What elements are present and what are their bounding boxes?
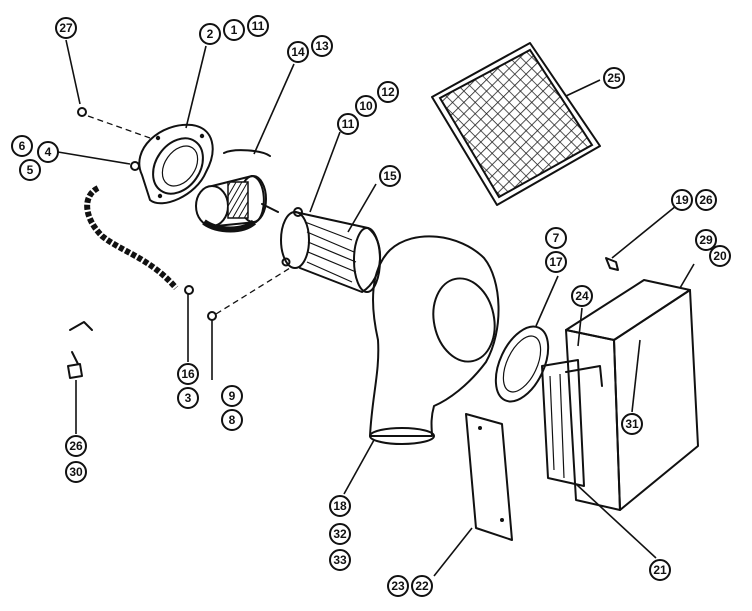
callout-24: 24 (571, 285, 593, 307)
callout-11: 11 (247, 15, 269, 37)
callout-4: 4 (37, 141, 59, 163)
svg-text:26: 26 (699, 193, 713, 207)
svg-text:9: 9 (229, 389, 236, 403)
callout-18: 18 (329, 495, 351, 517)
callout-19: 19 (671, 189, 693, 211)
callout-16: 16 (177, 363, 199, 385)
svg-text:16: 16 (181, 367, 195, 381)
svg-text:32: 32 (333, 527, 347, 541)
callout-15: 15 (379, 165, 401, 187)
svg-text:4: 4 (45, 145, 52, 159)
svg-text:15: 15 (383, 169, 397, 183)
svg-text:11: 11 (252, 19, 265, 33)
cover-plate-part (465, 413, 513, 541)
callout-6: 6 (11, 135, 33, 157)
svg-text:12: 12 (381, 85, 395, 99)
wire-harness-part (84, 185, 179, 290)
svg-text:10: 10 (359, 99, 373, 113)
callout-17: 17 (545, 251, 567, 273)
callout-32: 32 (329, 523, 351, 545)
callout-20: 20 (709, 245, 731, 267)
callout-11: 11 (337, 113, 359, 135)
callout-29: 29 (695, 229, 717, 251)
duct-box-part (541, 279, 699, 511)
callout-9: 9 (221, 385, 243, 407)
blower-housing-part (369, 235, 500, 445)
svg-text:24: 24 (575, 289, 589, 303)
svg-text:17: 17 (549, 255, 563, 269)
svg-text:7: 7 (553, 231, 560, 245)
callout-26: 26 (65, 435, 87, 457)
callout-26: 26 (695, 189, 717, 211)
callout-7: 7 (545, 227, 567, 249)
svg-text:25: 25 (607, 71, 621, 85)
svg-text:22: 22 (415, 579, 429, 593)
svg-text:11: 11 (342, 117, 355, 131)
callout-22: 22 (411, 575, 433, 597)
svg-text:29: 29 (699, 233, 713, 247)
callout-10: 10 (355, 95, 377, 117)
callout-1: 1 (223, 19, 245, 41)
callout-23: 23 (387, 575, 409, 597)
callout-31: 31 (621, 413, 643, 435)
svg-text:14: 14 (291, 45, 305, 59)
mounting-ring-part (138, 123, 214, 205)
svg-text:8: 8 (229, 413, 236, 427)
callout-12: 12 (377, 81, 399, 103)
callout-2: 2 (199, 23, 221, 45)
svg-text:26: 26 (69, 439, 83, 453)
svg-text:30: 30 (69, 465, 83, 479)
svg-text:19: 19 (675, 193, 689, 207)
svg-text:2: 2 (207, 27, 214, 41)
callout-3: 3 (177, 387, 199, 409)
svg-text:31: 31 (625, 417, 639, 431)
leader-lines (57, 39, 695, 577)
callout-21: 21 (649, 559, 671, 581)
callout-13: 13 (311, 35, 333, 57)
svg-text:13: 13 (315, 39, 329, 53)
svg-text:23: 23 (391, 579, 405, 593)
svg-text:21: 21 (653, 563, 667, 577)
callout-5: 5 (19, 159, 41, 181)
callout-33: 33 (329, 549, 351, 571)
motor-part (195, 149, 279, 233)
svg-text:27: 27 (59, 21, 73, 35)
svg-text:1: 1 (231, 23, 238, 37)
clip-part (605, 257, 619, 271)
callout-25: 25 (603, 67, 625, 89)
svg-text:6: 6 (19, 139, 26, 153)
svg-text:33: 33 (333, 553, 347, 567)
callout-8: 8 (221, 409, 243, 431)
callout-30: 30 (65, 461, 87, 483)
callout-27: 27 (55, 17, 77, 39)
svg-text:5: 5 (27, 163, 34, 177)
filter-part (431, 42, 601, 206)
svg-text:20: 20 (713, 249, 727, 263)
callout-14: 14 (287, 41, 309, 63)
svg-text:18: 18 (333, 499, 347, 513)
blower-wheel-part (280, 207, 381, 293)
svg-text:3: 3 (185, 391, 192, 405)
